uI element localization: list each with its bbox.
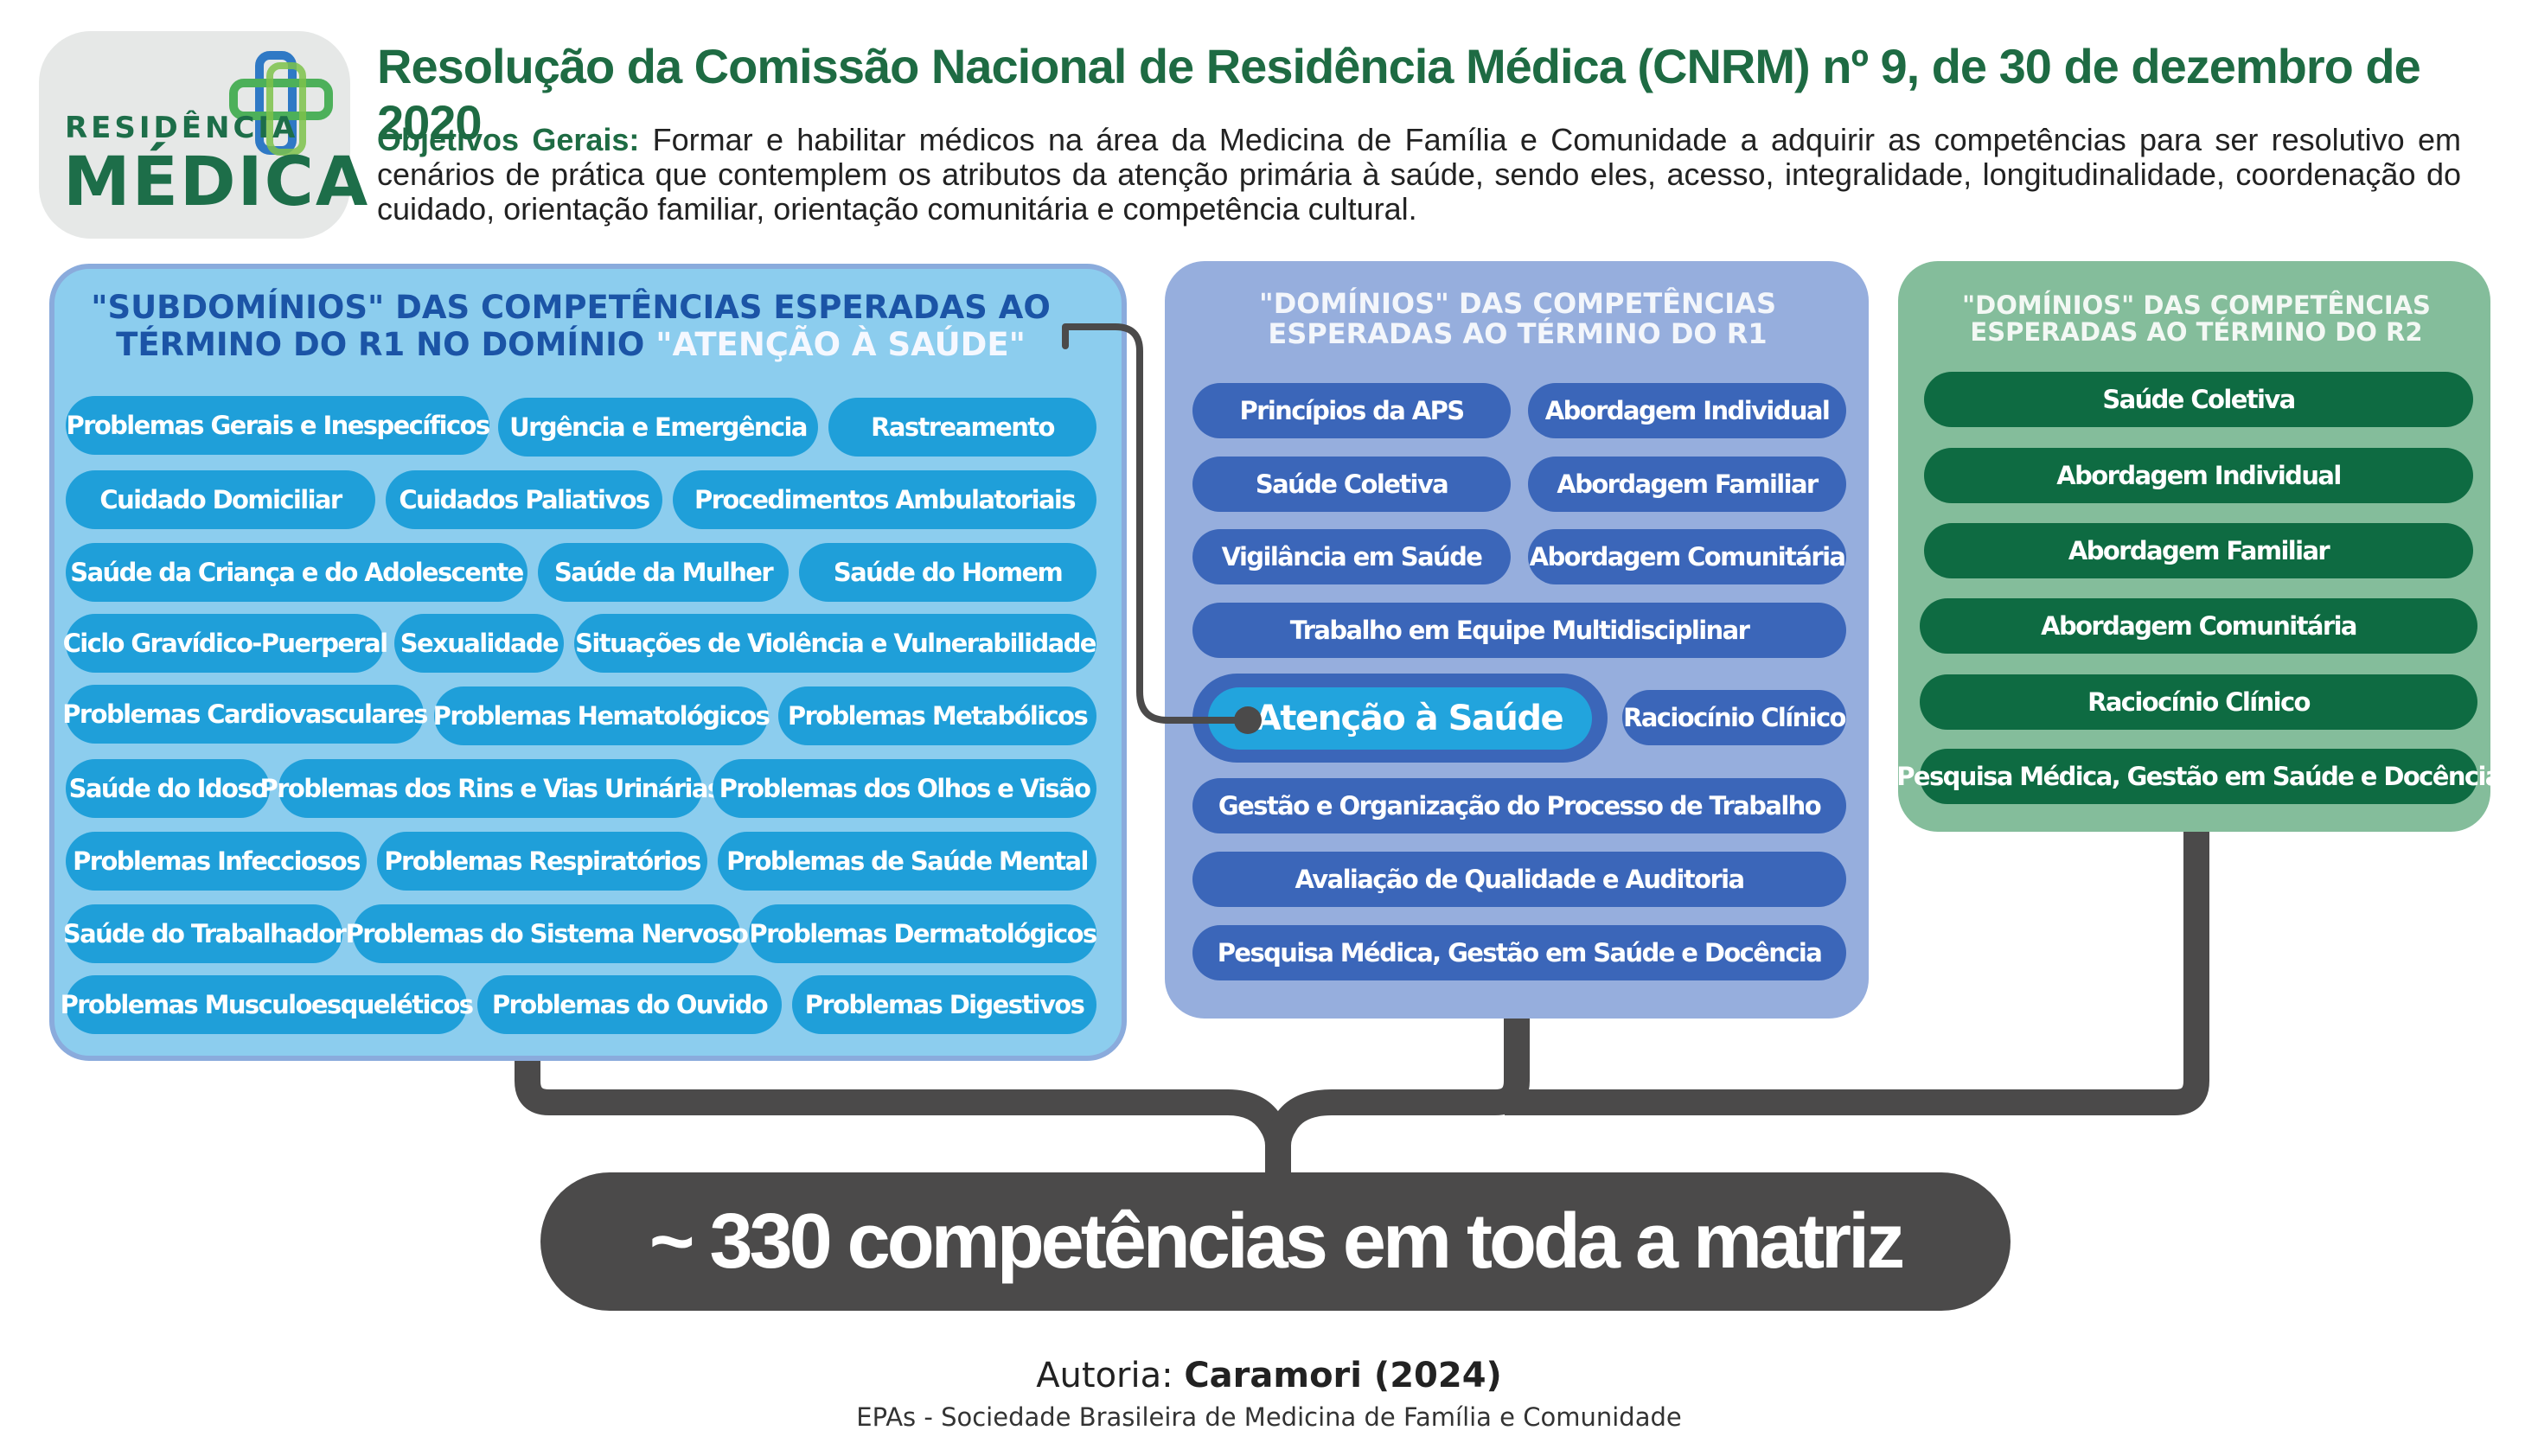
subdomain-item: Problemas Gerais e Inespecíficos bbox=[66, 396, 490, 455]
author-line: Autoria: Caramori (2024) bbox=[0, 1356, 2538, 1395]
subdomain-item: Problemas do Ouvido bbox=[477, 975, 782, 1034]
subdomain-item: Urgência e Emergência bbox=[498, 398, 818, 457]
subdomain-item: Saúde da Mulher bbox=[538, 543, 789, 602]
subdomain-item: Sexualidade bbox=[394, 614, 564, 673]
connector-r2 bbox=[1505, 826, 2209, 1115]
source-line: EPAs - Sociedade Brasileira de Medicina … bbox=[856, 1402, 1682, 1432]
r1-title: "DOMÍNIOS" DAS COMPETÊNCIAS ESPERADAS AO… bbox=[1259, 287, 1776, 350]
r1-domain-item: Abordagem Individual bbox=[1528, 383, 1846, 438]
subdomain-item: Cuidados Paliativos bbox=[386, 470, 662, 529]
attention-health-domain: Atenção à Saúde bbox=[1208, 687, 1592, 750]
subdomains-title-text: "SUBDOMÍNIOS" DAS COMPETÊNCIAS ESPERADAS… bbox=[91, 289, 1051, 363]
subdomain-item: Saúde da Criança e do Adolescente bbox=[66, 543, 527, 602]
r1-domain-item: Raciocínio Clínico bbox=[1622, 690, 1846, 745]
r1-domain-item: Vigilância em Saúde bbox=[1192, 529, 1511, 584]
subdomain-item: Problemas Respiratórios bbox=[377, 832, 707, 891]
logo: RESIDÊNCIA MÉDICA bbox=[39, 31, 368, 239]
r1-domain-item: Avaliação de Qualidade e Auditoria bbox=[1192, 852, 1846, 907]
subdomain-item: Rastreamento bbox=[828, 398, 1096, 457]
page-title: Resolução da Comissão Nacional de Residê… bbox=[377, 39, 2421, 150]
subdomain-item: Saúde do Trabalhador bbox=[63, 904, 347, 963]
r1-domain-item: Gestão e Organização do Processo de Trab… bbox=[1192, 778, 1846, 833]
logo-line1: RESIDÊNCIA bbox=[65, 111, 299, 145]
r1-domain-item: Pesquisa Médica, Gestão em Saúde e Docên… bbox=[1192, 925, 1846, 980]
objectives-text: Objetivos Gerais: Formar e habilitar méd… bbox=[377, 123, 2461, 227]
subdomain-item: Situações de Violência e Vulnerabilidade bbox=[574, 614, 1096, 673]
subdomain-item: Problemas Hematológicos bbox=[433, 686, 770, 745]
r1-domain-item: Trabalho em Equipe Multidisciplinar bbox=[1192, 603, 1846, 658]
subdomains-title-highlight: "ATENÇÃO À SAÚDE" bbox=[655, 326, 1026, 363]
subdomain-item: Problemas de Saúde Mental bbox=[718, 832, 1096, 891]
objectives-label: Objetivos Gerais: bbox=[377, 122, 640, 157]
link-dot-icon bbox=[1234, 706, 1262, 734]
r2-title: "DOMÍNIOS" DAS COMPETÊNCIAS ESPERADAS AO… bbox=[1962, 291, 2431, 347]
subdomain-item: Problemas do Sistema Nervoso bbox=[346, 904, 749, 963]
r2-domain-item: Abordagem Comunitária bbox=[1920, 598, 2477, 654]
subdomain-item: Cuidado Domiciliar bbox=[66, 470, 375, 529]
subdomain-item: Problemas Infecciosos bbox=[66, 832, 367, 891]
subdomain-item: Ciclo Gravídico-Puerperal bbox=[63, 614, 388, 673]
r1-domain-item: Abordagem Comunitária bbox=[1528, 529, 1846, 584]
subdomain-item: Problemas Musculoesqueléticos bbox=[61, 975, 474, 1034]
subdomain-item: Problemas Dermatológicos bbox=[749, 904, 1097, 963]
author-label: Autoria: bbox=[1036, 1356, 1185, 1395]
subdomain-item: Problemas dos Rins e Vias Urinárias bbox=[260, 759, 722, 818]
subdomain-item: Problemas Metabólicos bbox=[778, 686, 1096, 745]
r2-domain-item: Raciocínio Clínico bbox=[1920, 674, 2477, 730]
subdomain-item: Problemas Cardiovasculares bbox=[62, 685, 428, 744]
subdomain-item: Saúde do Idoso bbox=[66, 759, 270, 818]
medical-cross-icon bbox=[229, 51, 333, 156]
r1-domain-item: Princípios da APS bbox=[1192, 383, 1511, 438]
author-name: Caramori (2024) bbox=[1184, 1356, 1502, 1395]
subdomain-item: Problemas Digestivos bbox=[792, 975, 1096, 1034]
subdomain-item: Problemas dos Olhos e Visão bbox=[713, 759, 1096, 818]
r2-domain-item: Abordagem Individual bbox=[1924, 448, 2473, 503]
r2-domain-item: Saúde Coletiva bbox=[1924, 372, 2473, 427]
subdomain-item: Procedimentos Ambulatoriais bbox=[673, 470, 1096, 529]
subdomains-title: "SUBDOMÍNIOS" DAS COMPETÊNCIAS ESPERADAS… bbox=[86, 289, 1055, 363]
subdomain-item: Saúde do Homem bbox=[799, 543, 1096, 602]
r2-domain-item: Pesquisa Médica, Gestão em Saúde e Docên… bbox=[1896, 749, 2502, 804]
r2-domain-item: Abordagem Familiar bbox=[1924, 523, 2473, 578]
r1-domain-item: Abordagem Familiar bbox=[1528, 457, 1846, 512]
objectives-body: Formar e habilitar médicos na área da Me… bbox=[377, 122, 2461, 227]
logo-line2: MÉDICA bbox=[63, 144, 370, 221]
r1-domain-item: Saúde Coletiva bbox=[1192, 457, 1511, 512]
total-competencies-badge: ~ 330 competências em toda a matriz bbox=[540, 1172, 2011, 1311]
